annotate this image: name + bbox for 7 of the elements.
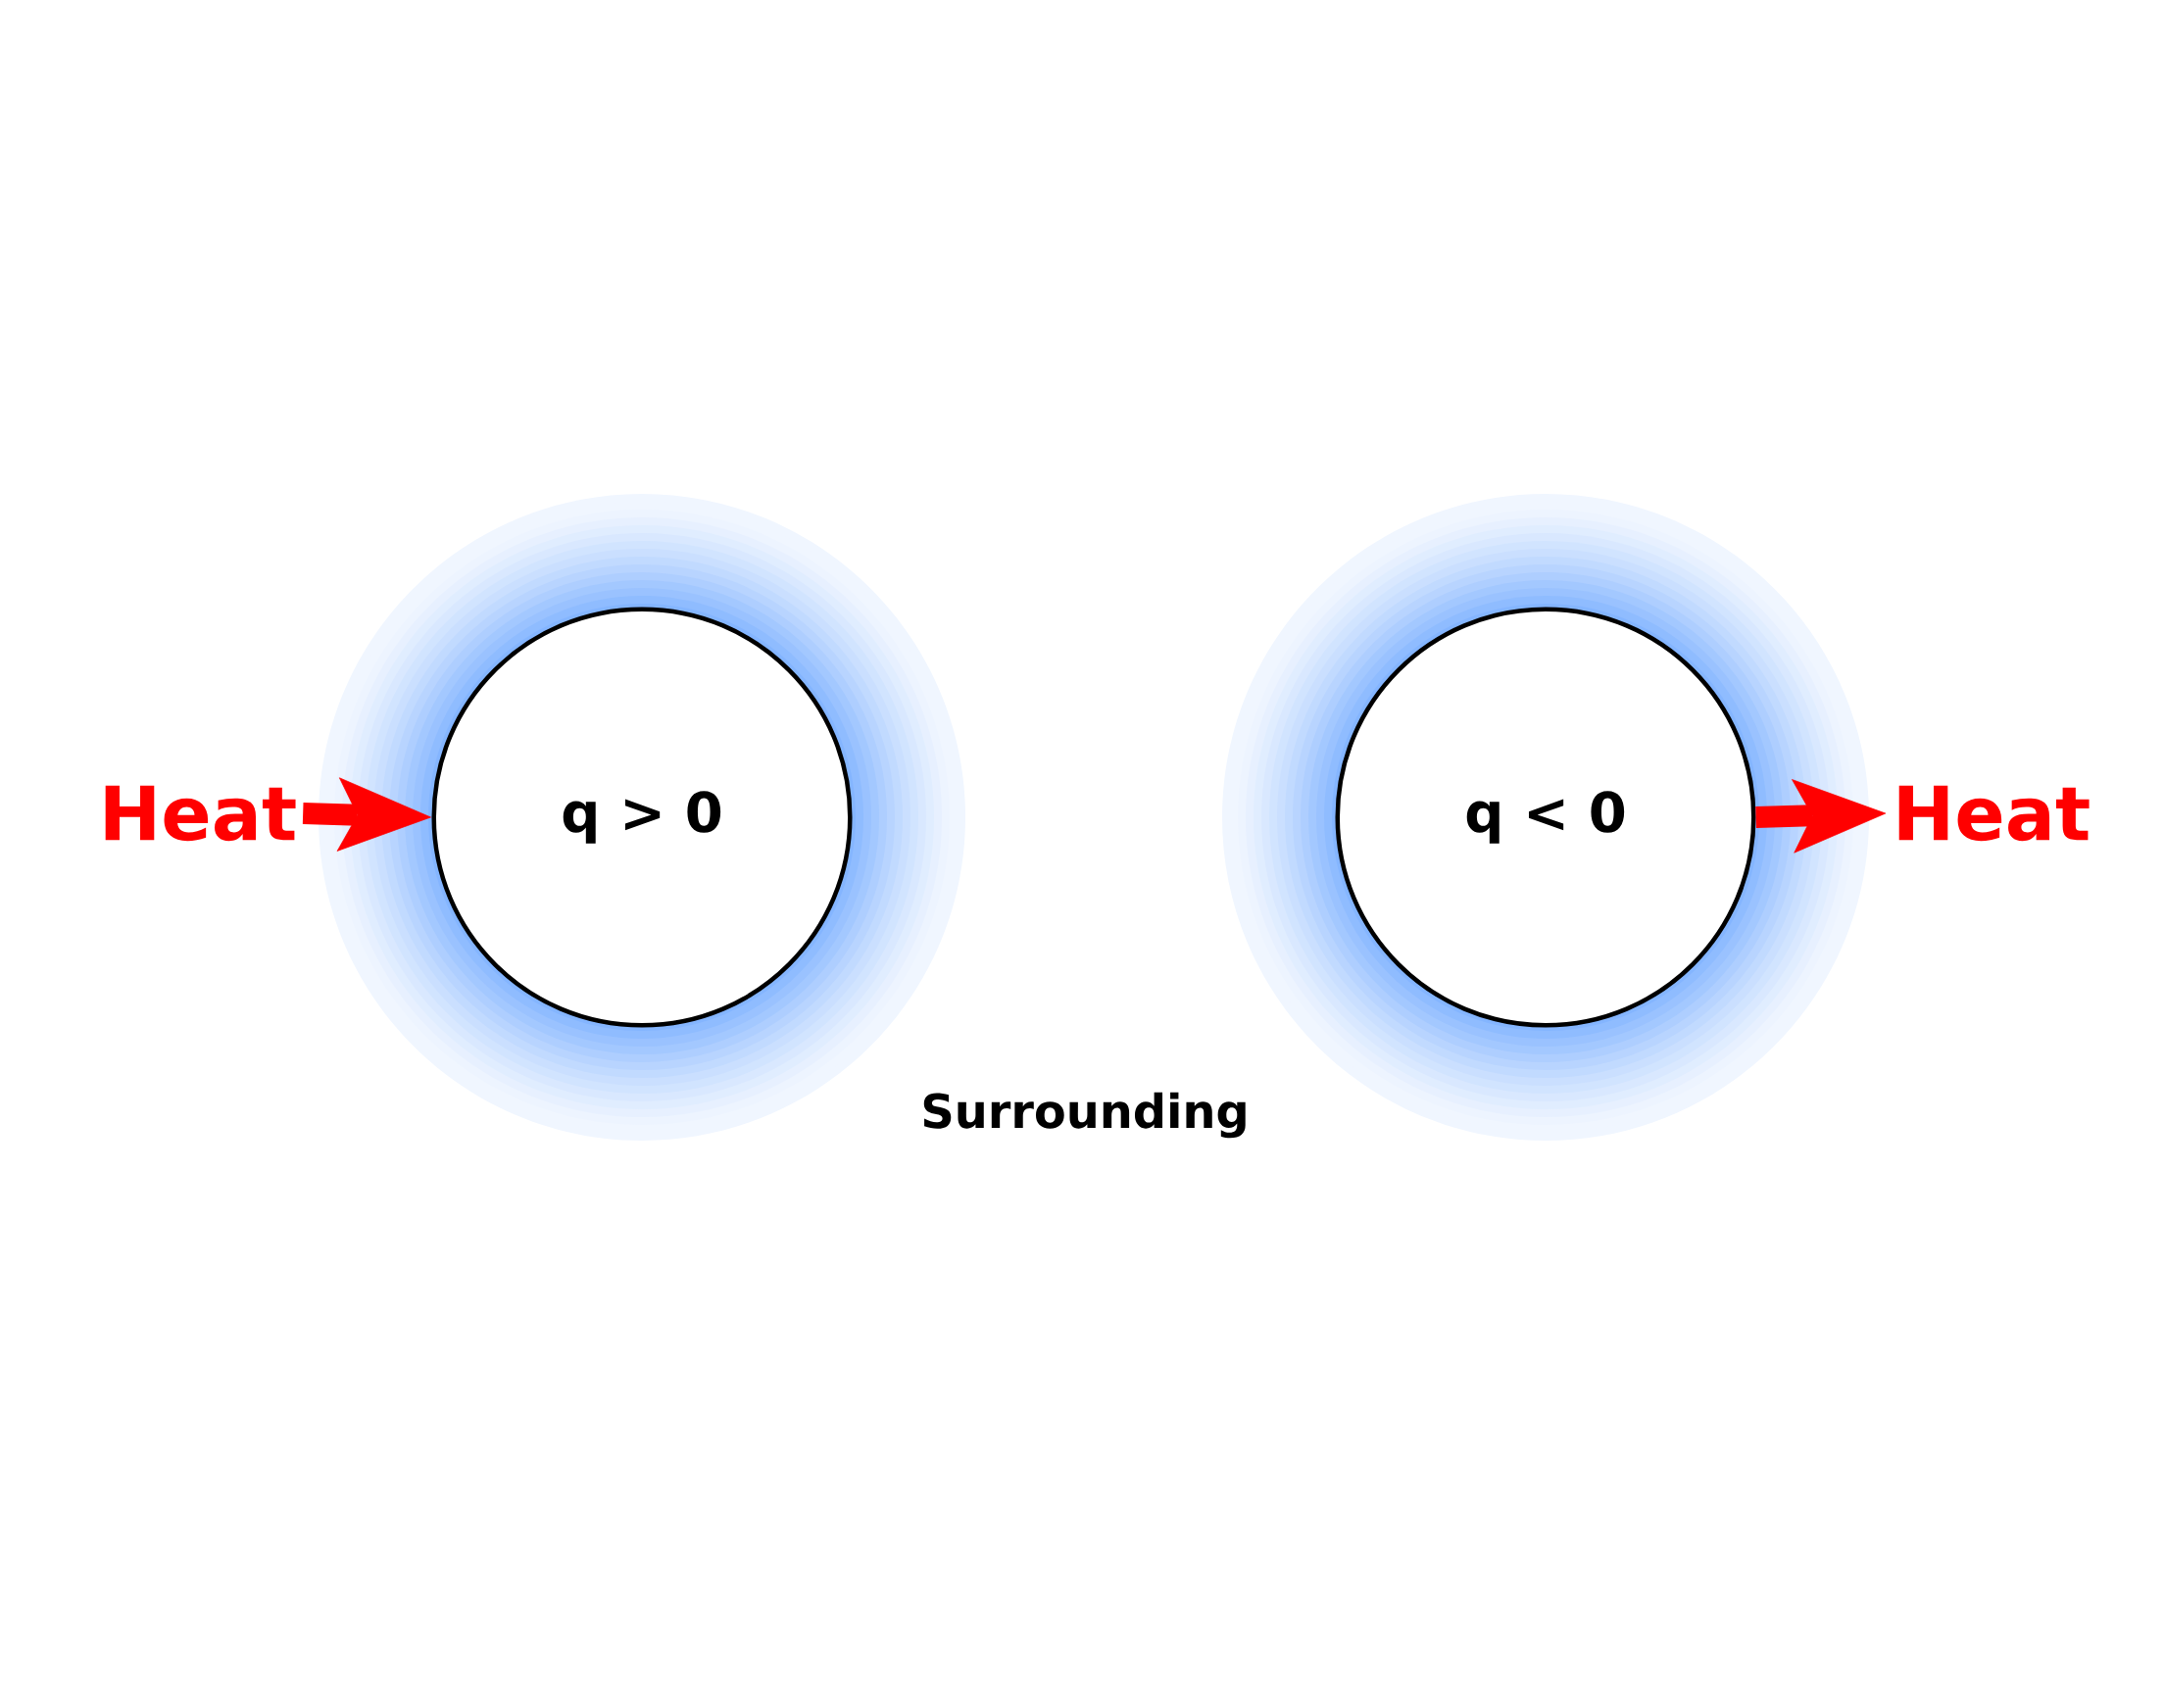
heat-label: Heat bbox=[1898, 785, 2090, 842]
circle-node: q > 0 bbox=[431, 607, 853, 1028]
arrow bbox=[302, 777, 431, 852]
heat-label: Heat bbox=[105, 785, 296, 842]
region-label: Surrounding bbox=[923, 1092, 1246, 1139]
circle-node: q < 0 bbox=[1335, 607, 1756, 1028]
arrow bbox=[1755, 779, 1887, 854]
